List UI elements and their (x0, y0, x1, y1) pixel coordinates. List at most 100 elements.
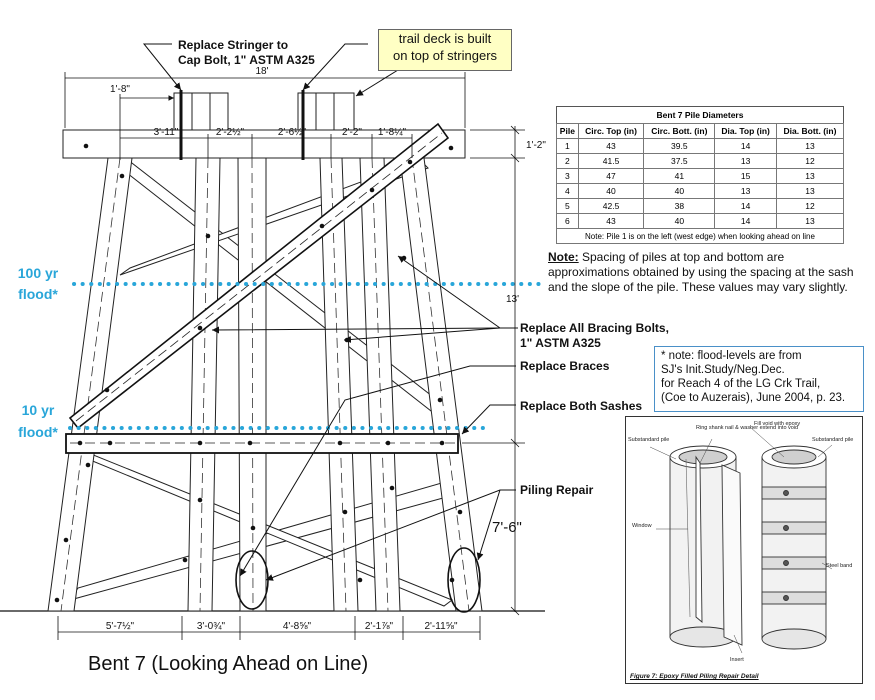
note-text: Spacing of piles at top and bottom are a… (548, 250, 854, 294)
detail-label-window: Window (632, 523, 652, 529)
stringer-bolts (179, 90, 305, 160)
table-cell: 4 (556, 183, 579, 199)
flood-note-line-3: for Reach 4 of the LG Crk Trail, (661, 378, 821, 390)
drawing-title: Bent 7 (Looking Ahead on Line) (88, 653, 368, 675)
table-row: 6 43 40 14 13 (556, 213, 845, 229)
table-cell: 13 (775, 213, 845, 229)
table-cell: 12 (775, 198, 845, 214)
right-dimension-lines (462, 125, 525, 616)
table-cell: 13 (775, 138, 845, 154)
note-heading: Note: (548, 250, 579, 264)
detail-label-ring-shank: Ring shank nail & washer extend into voi… (696, 425, 798, 431)
flood-note-line-2: SJ's Init.Study/Neg.Dec. (661, 364, 785, 376)
table-row: 5 42.5 38 14 12 (556, 198, 845, 214)
table-cell: 37.5 (643, 153, 716, 169)
label-bracing-bolts-2: 1" ASTM A325 (520, 336, 601, 350)
table-caption: Bent 7 Pile Diameters (556, 106, 844, 123)
table-cell: 13 (714, 183, 777, 199)
callout-leaders (142, 43, 518, 581)
flood-10yr-label: 10 yr (22, 402, 55, 418)
table-cell: 39.5 (643, 138, 716, 154)
detail-label-substandard-right: Substandard pile (812, 437, 853, 443)
table-note: Note: Pile 1 is on the left (west edge) … (556, 228, 844, 244)
detail-label-substandard-left: Substandard pile (628, 437, 669, 443)
table-cell: 1 (556, 138, 579, 154)
dim-top-spacing-1: 3'-11" (154, 127, 179, 138)
dim-bottom-spacing-2: 3'-0¾" (197, 621, 226, 632)
dim-lower-height: 7'-6" (492, 519, 522, 536)
label-replace-sashes: Replace Both Sashes (520, 399, 642, 413)
dim-top-spacing-2: 2'-2½" (216, 127, 245, 138)
dim-top-spacing-4: 2'-2" (342, 127, 362, 138)
flood-100yr-label-2: flood* (18, 286, 58, 302)
cap-beam (62, 129, 466, 159)
table-cell: 41 (643, 168, 716, 184)
bottom-dimension-lines (57, 616, 481, 640)
table-cell: 13 (775, 168, 845, 184)
spacing-note: Note: Spacing of piles at top and bottom… (548, 250, 858, 295)
table-cell: 43 (577, 213, 645, 229)
table-row: 1 43 39.5 14 13 (556, 138, 845, 154)
table-cell: 41.5 (577, 153, 645, 169)
table-cell: 40 (577, 183, 645, 199)
table-cell: 15 (714, 168, 777, 184)
table-cell: 12 (775, 153, 845, 169)
label-replace-stringer-2: Cap Bolt, 1" ASTM A325 (178, 53, 315, 67)
dim-overall-top: 18' (255, 66, 268, 77)
dim-offset-top: 1'-8" (110, 84, 130, 95)
table-header: Dia. Bott. (in) (775, 123, 845, 139)
flood-note-box: * note: flood-levels are from SJ's Init.… (654, 346, 864, 412)
repair-detail-caption: Figure 7: Epoxy Filled Piling Repair Det… (630, 673, 759, 680)
pile-diameter-table: Bent 7 Pile Diameters Pile Circ. Top (in… (556, 106, 845, 244)
dim-bottom-spacing-5: 2'-11⅝" (424, 621, 458, 632)
detail-leaders (649, 426, 833, 654)
trail-deck-line-1: trail deck is built (398, 31, 492, 46)
dim-upper-height: 13' (506, 294, 519, 305)
label-replace-braces: Replace Braces (520, 359, 610, 373)
flood-note-line-4: (Coe to Auzerais), June 2004, p. 23. (661, 392, 846, 404)
table-note-row: Note: Pile 1 is on the left (west edge) … (556, 228, 844, 244)
dim-bottom-spacing-1: 5'-7½" (106, 621, 135, 632)
label-piling-repair: Piling Repair (520, 483, 594, 497)
label-replace-stringer: Replace Stringer to (178, 38, 288, 52)
table-header: Dia. Top (in) (714, 123, 777, 139)
table-header: Pile (556, 123, 579, 139)
right-pile-illustration (761, 445, 827, 650)
label-bracing-bolts: Replace All Bracing Bolts, (520, 321, 669, 335)
detail-label-insert: Insert (730, 657, 744, 663)
pile-centerlines (60, 157, 470, 612)
table-cell: 40 (643, 213, 716, 229)
table-cell: 14 (714, 138, 777, 154)
table-header: Circ. Bott. (in) (643, 123, 716, 139)
flood-100yr-label: 100 yr (18, 265, 59, 281)
table-cell: 14 (714, 198, 777, 214)
detail-label-steel-band: Steel band (826, 563, 852, 569)
table-header: Circ. Top (in) (577, 123, 645, 139)
table-header-row: Pile Circ. Top (in) Circ. Bott. (in) Dia… (556, 123, 845, 139)
upper-braces (117, 159, 451, 419)
table-cell: 5 (556, 198, 579, 214)
table-cell: 3 (556, 168, 579, 184)
table-cell: 40 (643, 183, 716, 199)
repair-detail-drawing: Substandard pile Ring shank nail & washe… (628, 421, 853, 663)
trail-deck-callout: trail deck is built on top of stringers (378, 29, 512, 71)
table-cell: 13 (714, 153, 777, 169)
table-row: 2 41.5 37.5 13 12 (556, 153, 845, 169)
table-cell: 43 (577, 138, 645, 154)
table-cell: 47 (577, 168, 645, 184)
table-cell: 14 (714, 213, 777, 229)
long-diagonal-brace (68, 122, 450, 430)
table-cell: 6 (556, 213, 579, 229)
table-cell: 38 (643, 198, 716, 214)
sash (65, 433, 459, 454)
piling-repair-detail: Substandard pile Ring shank nail & washe… (625, 416, 863, 684)
table-cell: 2 (556, 153, 579, 169)
dim-top-spacing-5: 1'-8¼" (378, 126, 407, 138)
dim-top-spacing-3: 2'-6½" (278, 127, 307, 138)
table-cell: 42.5 (577, 198, 645, 214)
top-dimension-lines (64, 72, 466, 160)
trail-deck-line-2: on top of stringers (392, 48, 498, 63)
flood-10yr-label-2: flood* (18, 424, 58, 440)
dim-bottom-spacing-4: 2'-1⅞" (365, 621, 394, 632)
